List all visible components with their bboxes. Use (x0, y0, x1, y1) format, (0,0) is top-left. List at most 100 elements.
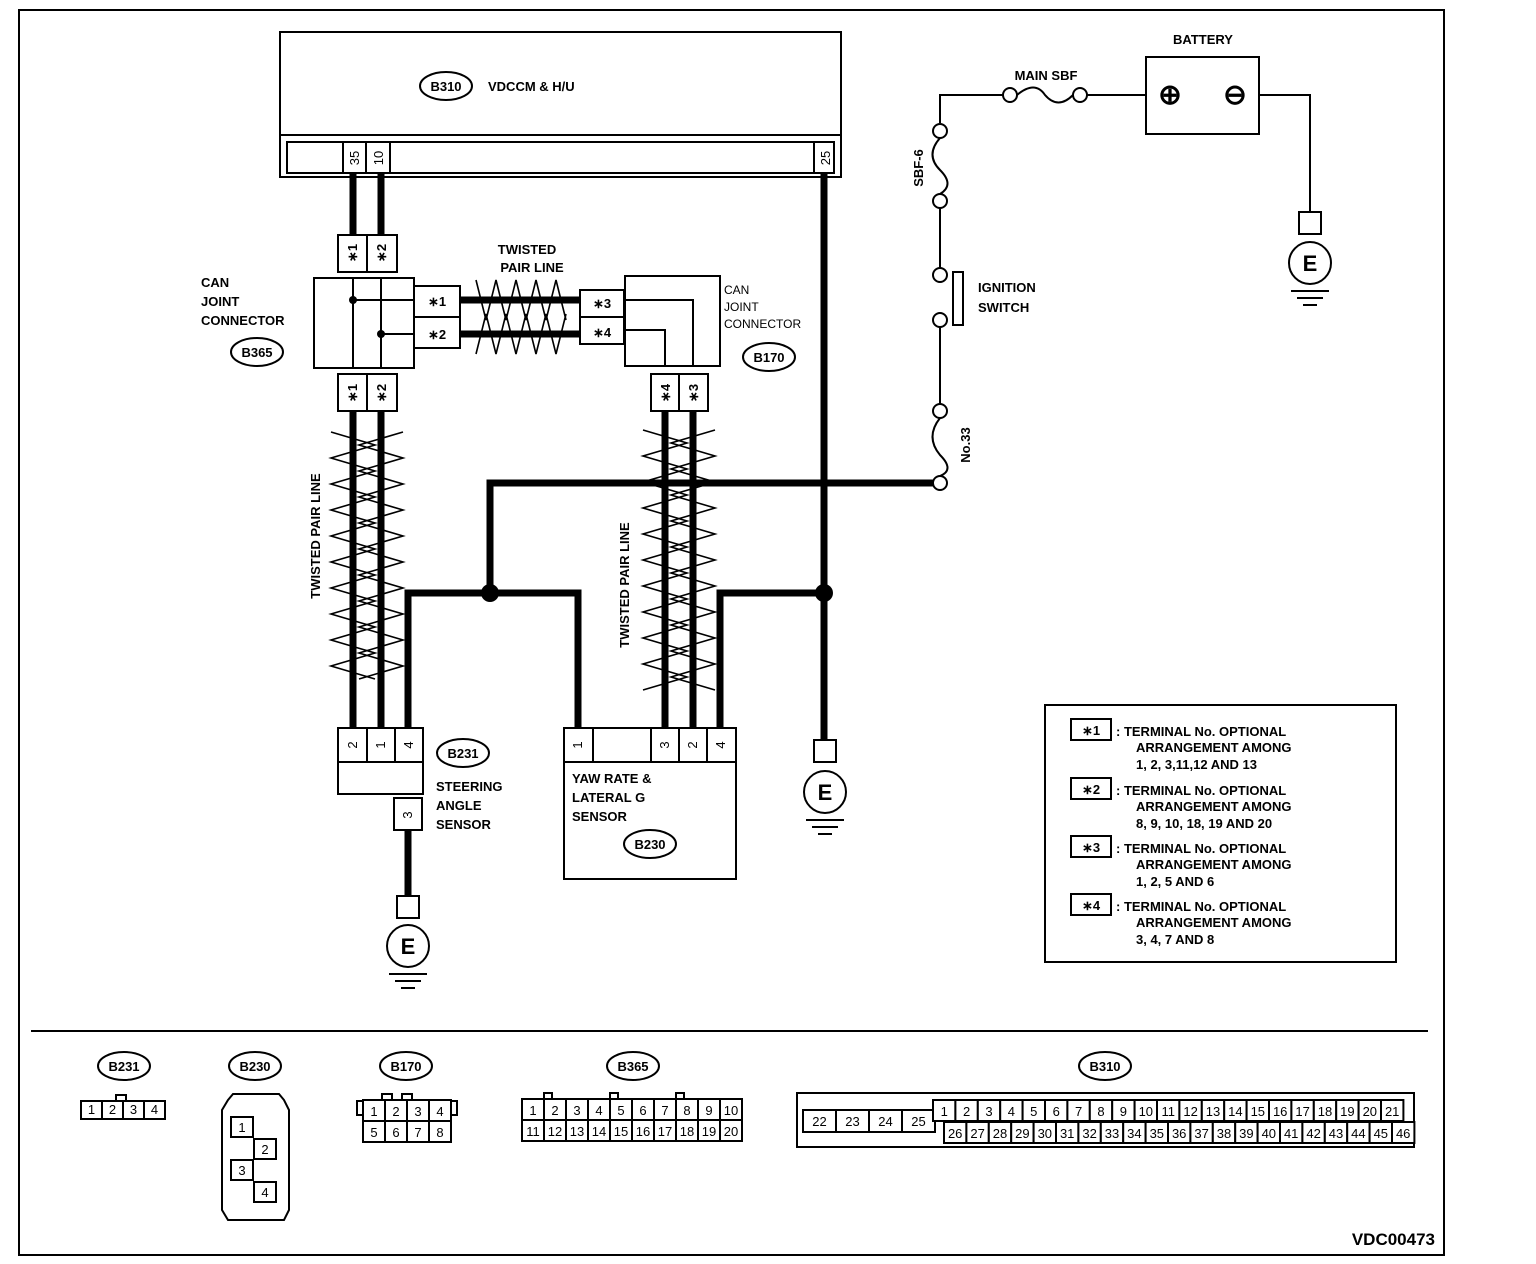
b365-view-pin: 6 (639, 1103, 646, 1118)
terminal-mark-2: ∗2 (374, 384, 389, 402)
ground-symbol: E (803, 739, 847, 835)
fuse33-label: No.33 (958, 427, 973, 462)
steering-label: STEERING (436, 779, 502, 794)
b170-view-pin: 5 (370, 1125, 377, 1140)
b310-view-pin: 42 (1306, 1126, 1320, 1141)
b310-view-pin: 36 (1172, 1126, 1186, 1141)
b365-view-pin: 18 (680, 1124, 694, 1139)
b310-view-pin: 22 (812, 1114, 826, 1129)
b170-view-pin: 3 (414, 1104, 421, 1119)
b231-view-pin: 3 (130, 1102, 137, 1117)
b310-view-pin: 38 (1217, 1126, 1231, 1141)
legend-text: ARRANGEMENT AMONG (1136, 740, 1292, 755)
ignition-label: IGNITION (978, 280, 1036, 295)
b231-id: B231 (447, 746, 478, 761)
figure-code: VDC00473 (1352, 1230, 1435, 1249)
b310-view-pin: 13 (1206, 1104, 1220, 1119)
legend-mark: ∗1 (1082, 723, 1100, 738)
b310-view-pin: 12 (1183, 1104, 1197, 1119)
twisted-pair-right (640, 429, 718, 691)
main-sbf-label: MAIN SBF (1015, 68, 1078, 83)
b365-view-pin: 12 (548, 1124, 562, 1139)
can-joint-label-line: JOINT (201, 294, 239, 309)
terminal-mark-2: ∗2 (428, 327, 446, 342)
b310-view-pin: 25 (911, 1114, 925, 1129)
b310-view-pin: 9 (1120, 1104, 1127, 1119)
twisted-pair-top (475, 279, 567, 355)
legend-mark: ∗4 (1082, 898, 1101, 913)
battery (1145, 56, 1260, 135)
ground-label: E (401, 934, 416, 959)
yaw-label: YAW RATE & (572, 771, 651, 786)
diagram-frame (18, 9, 1445, 1256)
battery-label: BATTERY (1173, 32, 1233, 47)
legend-text: ARRANGEMENT AMONG (1136, 799, 1292, 814)
battery-positive: ⊕ (1158, 79, 1181, 110)
b230-pin: 2 (685, 741, 700, 748)
yaw-rate-sensor: 1 3 2 4 YAW RATE & LATERAL G SENSOR B230 (563, 727, 737, 880)
b310-view-pin: 16 (1273, 1104, 1287, 1119)
b310-view-pin: 28 (993, 1126, 1007, 1141)
b170-view-pin: 7 (414, 1125, 421, 1140)
b310-view-pin: 29 (1015, 1126, 1029, 1141)
b230-pin: 4 (713, 741, 728, 748)
b365-view-pin: 9 (705, 1103, 712, 1118)
legend-text: ARRANGEMENT AMONG (1136, 857, 1292, 872)
can-joint-label-line: CONNECTOR (724, 317, 801, 331)
vdccm-unit: B310 VDCCM & H/U 35 10 25 (279, 31, 842, 178)
b310-view-pin: 27 (970, 1126, 984, 1141)
b310-view-pin: 34 (1127, 1126, 1141, 1141)
b310-view-pin: 18 (1318, 1104, 1332, 1119)
b310-view-id: B310 (1089, 1059, 1120, 1074)
b365-view-pin: 14 (592, 1124, 606, 1139)
b365-view-pin: 4 (595, 1103, 602, 1118)
terminal-mark-2: ∗2 (374, 244, 389, 262)
b170-view-pin: 8 (436, 1125, 443, 1140)
power-circuit: MAIN SBF BATTERY ⊕ ⊖ SBF-6 IGNITION SWIT… (911, 32, 1311, 491)
can-joint-label-line: JOINT (724, 300, 759, 314)
b231-view-pin: 1 (88, 1102, 95, 1117)
b365-view-pin: 7 (661, 1103, 668, 1118)
b231-pin: 3 (400, 811, 415, 818)
vdccm-id: B310 (430, 79, 461, 94)
legend-text: : TERMINAL No. OPTIONAL (1116, 841, 1286, 856)
yaw-label: LATERAL G (572, 790, 645, 805)
b310-view-pin: 6 (1053, 1104, 1060, 1119)
b310-view-pin: 32 (1082, 1126, 1096, 1141)
legend-text: : TERMINAL No. OPTIONAL (1116, 724, 1286, 739)
legend-text: 1, 2, 5 AND 6 (1136, 874, 1214, 889)
terminal-mark-1: ∗1 (345, 384, 360, 402)
b310-view-pin: 2 (963, 1104, 970, 1119)
terminal-mark-4: ∗4 (658, 383, 673, 402)
vdccm-name: VDCCM & H/U (488, 79, 575, 94)
b231-view-pin: 2 (109, 1102, 116, 1117)
b365-view-pin: 11 (526, 1124, 540, 1139)
b310-view-pin: 24 (878, 1114, 892, 1129)
battery-negative: ⊖ (1223, 79, 1246, 110)
twisted-pair-label: TWISTED (498, 242, 557, 257)
legend-text: 3, 4, 7 AND 8 (1136, 932, 1214, 947)
terminal-mark-3: ∗3 (593, 296, 611, 311)
twisted-pair-label-vertical: TWISTED PAIR LINE (617, 522, 632, 648)
twisted-pair-label-vertical: TWISTED PAIR LINE (308, 473, 323, 599)
b231-view-pin: 4 (151, 1102, 158, 1117)
b170-view-id: B170 (390, 1059, 421, 1074)
junction-dot (481, 584, 499, 602)
b310-view-pin: 17 (1295, 1104, 1309, 1119)
b170-id: B170 (753, 350, 784, 365)
b170-view-pin: 2 (392, 1104, 399, 1119)
b310-view-pin: 41 (1284, 1126, 1298, 1141)
b231-view-id: B231 (108, 1059, 139, 1074)
b365-view-pin: 10 (724, 1103, 738, 1118)
b365-view-pin: 16 (636, 1124, 650, 1139)
legend-mark: ∗3 (1082, 840, 1100, 855)
yaw-label: SENSOR (572, 809, 628, 824)
b170-view-pin: 1 (370, 1104, 377, 1119)
b231-pin: 1 (373, 741, 388, 748)
